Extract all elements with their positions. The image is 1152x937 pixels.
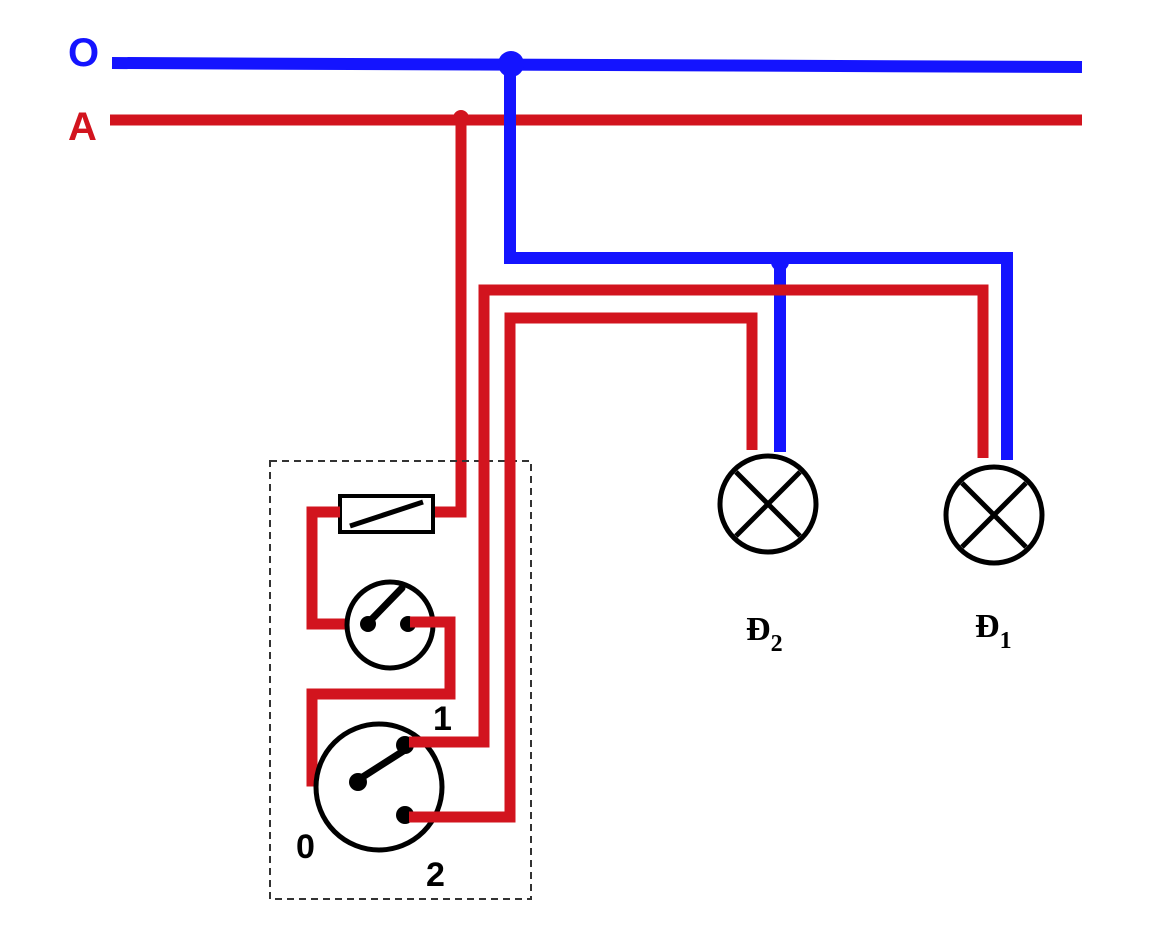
lamp-d1 <box>943 464 1045 566</box>
output-1-wire <box>409 284 989 748</box>
neutral-junction-lamp2 <box>771 253 789 271</box>
fuse-to-switch-wire <box>306 506 364 630</box>
two-way-contact-common <box>349 773 367 791</box>
phase-rail-label: A <box>68 105 97 149</box>
lamp-d1-label: Đ1 <box>975 608 1012 654</box>
lamp-d1-letter: Đ <box>975 608 1000 645</box>
neutral-rail-label: O <box>68 31 99 75</box>
neutral-rail <box>111 57 1083 73</box>
lamp-d1-cross-b <box>960 481 1028 549</box>
lamp-d2 <box>717 453 819 555</box>
lamp-d2-index: 2 <box>771 631 783 657</box>
neutral-drop-wire <box>504 63 1013 460</box>
phase-junction <box>453 110 469 126</box>
lamp-d2-label: Đ2 <box>746 611 783 657</box>
single-switch-contact-left <box>360 616 376 632</box>
terminal-label-0: 0 <box>296 828 315 866</box>
phase-drop-wire <box>433 118 467 518</box>
lamp-d2-cross-b <box>734 470 802 538</box>
terminal-label-1: 1 <box>433 700 452 738</box>
single-switch-lever <box>364 584 406 627</box>
terminal-label-2: 2 <box>426 856 445 894</box>
lamp-d2-letter: Đ <box>746 611 771 648</box>
lamp-d1-index: 1 <box>1000 628 1012 654</box>
fuse-element <box>349 499 424 529</box>
control-box <box>269 460 532 900</box>
neutral-junction-main <box>498 51 524 77</box>
two-way-switch-lever <box>354 744 412 784</box>
output-2-wire <box>409 312 758 823</box>
